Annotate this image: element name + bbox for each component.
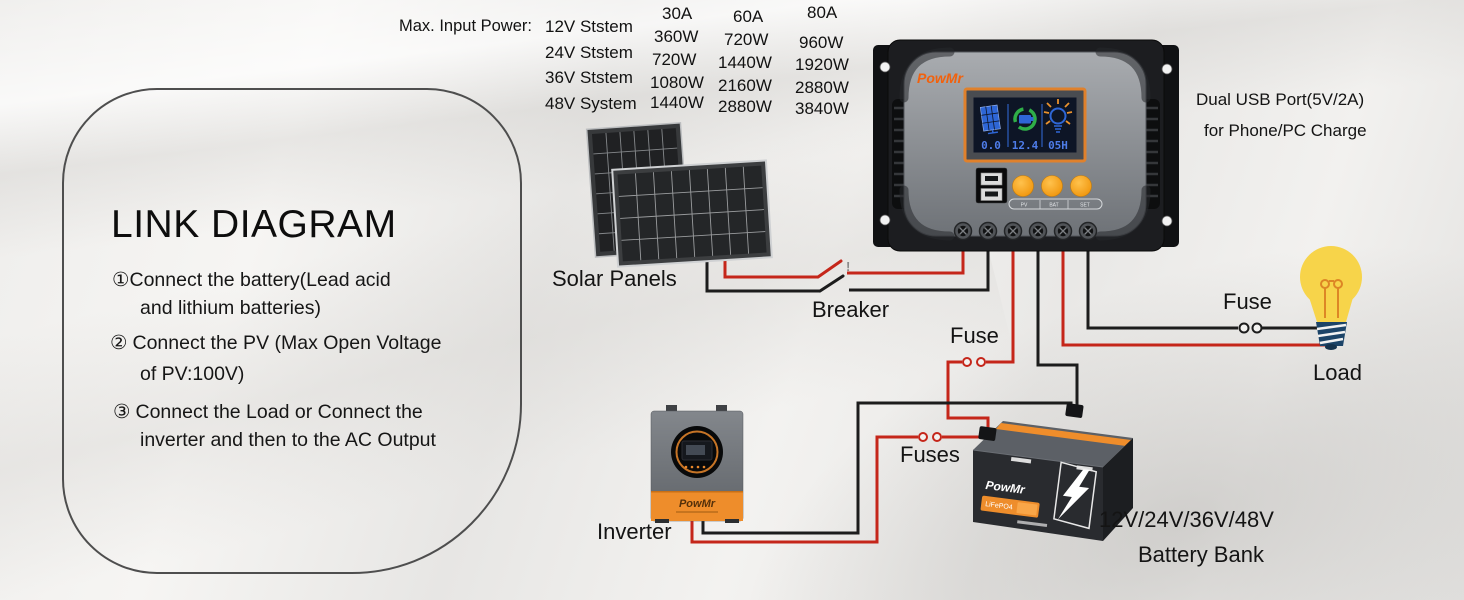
table-cell: 720W (652, 50, 697, 69)
load-fuse-symbol (1238, 322, 1263, 334)
load-bulb (1300, 246, 1362, 350)
terminal-pv-minus (978, 221, 998, 241)
table-cell: 720W (724, 30, 769, 49)
lcd-load-value: 05H (1048, 139, 1068, 152)
power-table-label: Max. Input Power: (399, 17, 532, 35)
breaker-label: Breaker (812, 297, 890, 322)
power-table-row-system-2: 24V Ststem (545, 43, 633, 62)
instruction-3-number: ③ (113, 401, 131, 423)
controller-button-pv (1012, 175, 1034, 197)
battery-top-band (996, 423, 1131, 446)
mounting-holes (879, 61, 1173, 227)
instruction-3-line-2: inverter and then to the AC Output (140, 429, 436, 451)
terminal-load-minus (1078, 221, 1098, 241)
power-table-header-80a: 80A (807, 3, 838, 22)
table-cell: 1440W (718, 53, 772, 72)
terminal-bat-plus (1003, 221, 1023, 241)
usb-port-label-line-2: for Phone/PC Charge (1204, 121, 1367, 140)
battery-bank-unit: PowMr LiFePO4 (972, 403, 1133, 541)
lcd-battery-icon (1013, 107, 1037, 131)
battery-fuse-symbol (962, 357, 986, 367)
instructions-panel (62, 88, 522, 574)
page-title: LINK DIAGRAM (111, 203, 397, 246)
battery-positive-wire (946, 231, 1015, 433)
table-cell: 3840W (795, 99, 849, 118)
instruction-2-number: ② (110, 332, 128, 354)
controller-button-set (1070, 175, 1092, 197)
breaker-warning-mark: ! (846, 259, 850, 274)
controller-brand-logo: PowMr (917, 70, 964, 86)
power-table-header-30a: 30A (662, 4, 693, 23)
lcd-solar-icon (979, 104, 1001, 135)
instruction-2-line-2: of PV:100V) (140, 363, 245, 385)
instruction-1-line-2: and lithium batteries) (140, 297, 322, 319)
power-table-row-system-3: 36V Ststem (545, 68, 633, 87)
breaker-red-blade (816, 259, 843, 279)
inverter-label: Inverter (597, 519, 672, 544)
button-label-set: SET (1080, 203, 1090, 209)
button-label-capsule: PV BAT SET (1008, 198, 1103, 210)
bulb-filament (1320, 279, 1343, 318)
instruction-1-line-1: ①Connect the battery(Lead acid (112, 269, 391, 291)
load-positive-wire (1061, 231, 1333, 347)
power-table-row-system-4: 48V System (545, 94, 637, 113)
power-table-row-system-1: 12V Ststem (545, 17, 633, 36)
usb-port-label-line-1: Dual USB Port(5V/2A) (1196, 90, 1365, 109)
battery-voltage-label: 12V/24V/36V/48V (1099, 507, 1274, 532)
battery-negative-wire (1036, 231, 1079, 410)
table-cell: 1920W (795, 55, 849, 74)
terminal-pv-plus (953, 221, 973, 241)
button-label-bat: BAT (1049, 203, 1058, 209)
table-cell: 2880W (795, 78, 849, 97)
charge-controller: PowMr 0.0 12.4 (873, 39, 1179, 252)
table-cell: 2880W (718, 97, 772, 116)
solar-panel-front (611, 159, 773, 268)
load-negative-wire (1086, 231, 1317, 330)
battery-negative-terminal (1065, 403, 1084, 418)
terminal-bat-minus (1028, 221, 1048, 241)
lcd-pv-value: 0.0 (981, 139, 1001, 152)
lcd-load-icon (1043, 99, 1073, 133)
controller-button-bat (1041, 175, 1063, 197)
inverter-unit: PowMr (650, 405, 744, 523)
inverter-fuses-label: Fuses (900, 442, 960, 467)
load-label: Load (1313, 360, 1362, 385)
controller-lcd: 0.0 12.4 05H (963, 87, 1087, 163)
table-cell: 1440W (650, 93, 704, 112)
battery-chemistry-label: LiFePO4 (985, 501, 1013, 511)
lightning-bolt-icon (1057, 469, 1090, 520)
terminal-screws (953, 221, 1098, 241)
button-label-pv: PV (1021, 203, 1028, 209)
battery-fuse-label: Fuse (950, 323, 999, 348)
battery-bank-label: Battery Bank (1138, 542, 1264, 567)
table-cell: 1080W (650, 73, 704, 92)
instruction-1-number: ① (112, 269, 130, 291)
inverter-fuse-symbol (918, 432, 942, 442)
table-cell: 2160W (718, 76, 772, 95)
lcd-battery-value: 12.4 (1012, 139, 1039, 152)
breaker-black-blade (818, 274, 845, 293)
table-cell: 960W (799, 33, 844, 52)
solar-panels-label: Solar Panels (552, 266, 677, 291)
dual-usb-port (975, 167, 1008, 204)
load-fuse-label: Fuse (1223, 289, 1272, 314)
battery-positive-terminal (978, 426, 997, 441)
battery-bolt-badge (1053, 461, 1098, 530)
battery-brand-logo: PowMr (985, 478, 1027, 497)
inverter-brand-logo: PowMr (679, 498, 716, 510)
terminal-load-plus (1053, 221, 1073, 241)
table-cell: 360W (654, 27, 699, 46)
power-table-header-60a: 60A (733, 7, 764, 26)
